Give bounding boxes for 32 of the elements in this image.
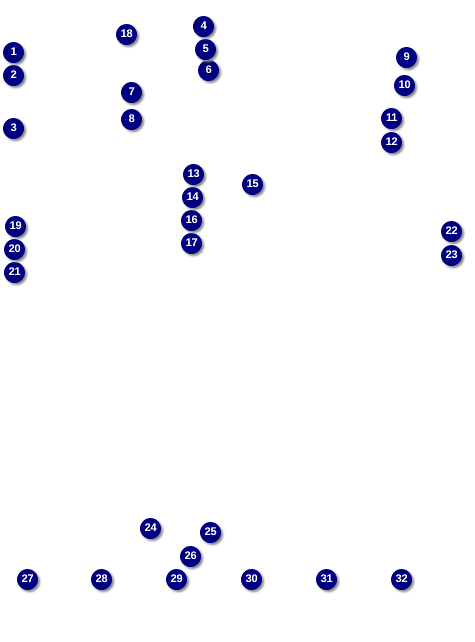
callout-number: 4 xyxy=(193,16,214,37)
callout-number: 20 xyxy=(4,239,25,260)
callout-number: 6 xyxy=(198,60,219,81)
callout-number: 5 xyxy=(195,39,216,60)
callout-number: 11 xyxy=(381,108,402,129)
callout-number: 22 xyxy=(441,221,462,242)
callout-number: 28 xyxy=(91,569,112,590)
callout-number: 25 xyxy=(200,522,221,543)
callout-number: 31 xyxy=(316,569,337,590)
callout-number: 14 xyxy=(182,187,203,208)
callout-number: 13 xyxy=(183,164,204,185)
callout-number: 29 xyxy=(166,569,187,590)
callout-number: 26 xyxy=(180,546,201,567)
callout-number: 17 xyxy=(181,233,202,254)
callout-number: 30 xyxy=(241,569,262,590)
callout-number: 8 xyxy=(121,109,142,130)
callout-number: 21 xyxy=(4,262,25,283)
callout-number: 19 xyxy=(5,216,26,237)
callout-number: 24 xyxy=(140,518,161,539)
callout-number: 27 xyxy=(17,569,38,590)
callout-number: 23 xyxy=(441,245,462,266)
callout-number: 16 xyxy=(181,210,202,231)
callout-number: 3 xyxy=(3,118,24,139)
callout-number: 7 xyxy=(121,82,142,103)
callout-number: 9 xyxy=(396,47,417,68)
callout-number: 32 xyxy=(391,569,412,590)
callout-number: 10 xyxy=(394,75,415,96)
callout-number: 2 xyxy=(3,65,24,86)
callout-number: 15 xyxy=(242,174,263,195)
callout-number: 1 xyxy=(3,42,24,63)
callout-number: 12 xyxy=(381,132,402,153)
callout-number: 18 xyxy=(116,24,137,45)
